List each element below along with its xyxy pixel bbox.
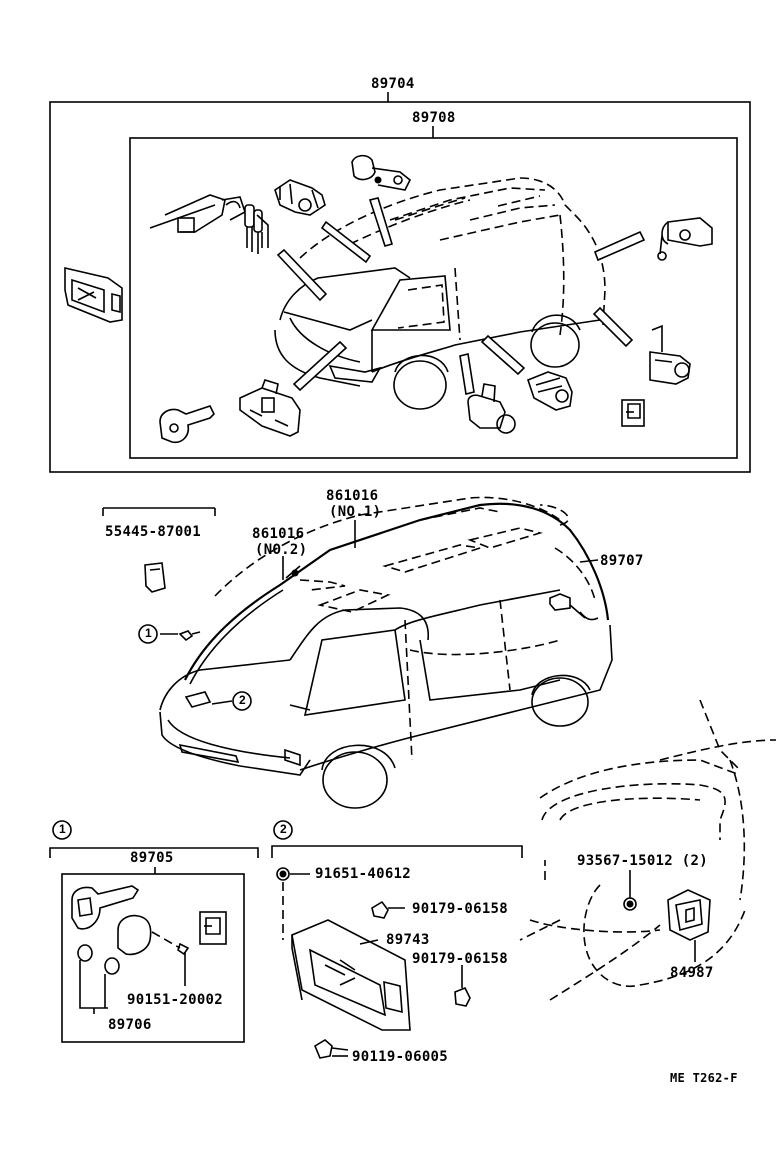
- detail-1-frame: [49, 820, 259, 1043]
- glove-box-lock: [351, 154, 412, 191]
- label-89743: 89743: [386, 932, 430, 948]
- transmitter-89705: [117, 914, 152, 956]
- nut-91651: [276, 867, 310, 940]
- label-861016-no2-sub: (NO.2): [255, 542, 308, 558]
- bracket-89743: [291, 919, 411, 1031]
- key-89705: [71, 885, 140, 930]
- callout-2-marker: [232, 691, 252, 711]
- clip-90179-b: [454, 965, 471, 1007]
- label-861016-no1: 861016: [326, 488, 379, 504]
- frame-89708: [129, 126, 738, 459]
- van-top-illustration: [274, 177, 606, 410]
- ignition-cylinder-with-keys: [149, 194, 269, 254]
- leader-lines-middle: [160, 520, 599, 705]
- detail-2-number: 2: [280, 822, 287, 836]
- rear-door-lock-cylinder: [657, 217, 713, 261]
- clip-55445: [144, 562, 166, 593]
- screw-90151: [151, 931, 190, 986]
- clip-90179-a: [371, 900, 405, 919]
- door-lock-actuator: [274, 179, 326, 216]
- security-indicator-switch: [621, 399, 645, 427]
- bolt-90119: [313, 1039, 349, 1059]
- label-89708: 89708: [412, 110, 456, 126]
- bracket-55445: [102, 507, 216, 516]
- label-89705: 89705: [130, 850, 174, 866]
- detail-2-frame: [271, 820, 523, 858]
- callout-1-marker: [138, 624, 201, 644]
- fuel-door-lock-cylinder: [527, 371, 573, 411]
- van-middle-illustration: [159, 496, 613, 809]
- transponder-control-unit-top: [64, 266, 123, 323]
- frame-89704: [49, 92, 751, 473]
- label-89707: 89707: [600, 553, 644, 569]
- label-90119-06005: 90119-06005: [352, 1049, 449, 1065]
- label-89706: 89706: [108, 1017, 152, 1033]
- trunk-lock-cylinder: [467, 383, 516, 434]
- callout-1-number: 1: [145, 626, 152, 640]
- detail-1-number: 1: [59, 822, 66, 836]
- label-84987: 84987: [670, 965, 714, 981]
- label-91651-40612: 91651-40612: [315, 866, 412, 882]
- label-861016-no1-sub: (NO.1): [329, 504, 382, 520]
- transponder-amplifier: [239, 379, 301, 437]
- label-90179-06158-a: 90179-06158: [412, 901, 509, 917]
- label-861016-no2: 861016: [252, 526, 305, 542]
- label-90151-20002: 90151-20002: [127, 992, 224, 1008]
- diagram-code: ME T262-F: [670, 1071, 738, 1085]
- label-89704: 89704: [371, 76, 415, 92]
- label-90179-06158-b: 90179-06158: [412, 951, 509, 967]
- side-door-lock-cylinder: [649, 324, 691, 385]
- label-93567-15012: 93567-15012 (2): [577, 853, 708, 869]
- label-55445-87001: 55445-87001: [105, 524, 202, 540]
- switch-89705: [199, 911, 227, 945]
- rear-detail-illustration: [519, 699, 776, 1001]
- batteries-89706: [77, 944, 120, 1014]
- location-arrows: [276, 197, 646, 395]
- key-blank-top: [159, 405, 215, 444]
- callout-2-number: 2: [239, 693, 246, 707]
